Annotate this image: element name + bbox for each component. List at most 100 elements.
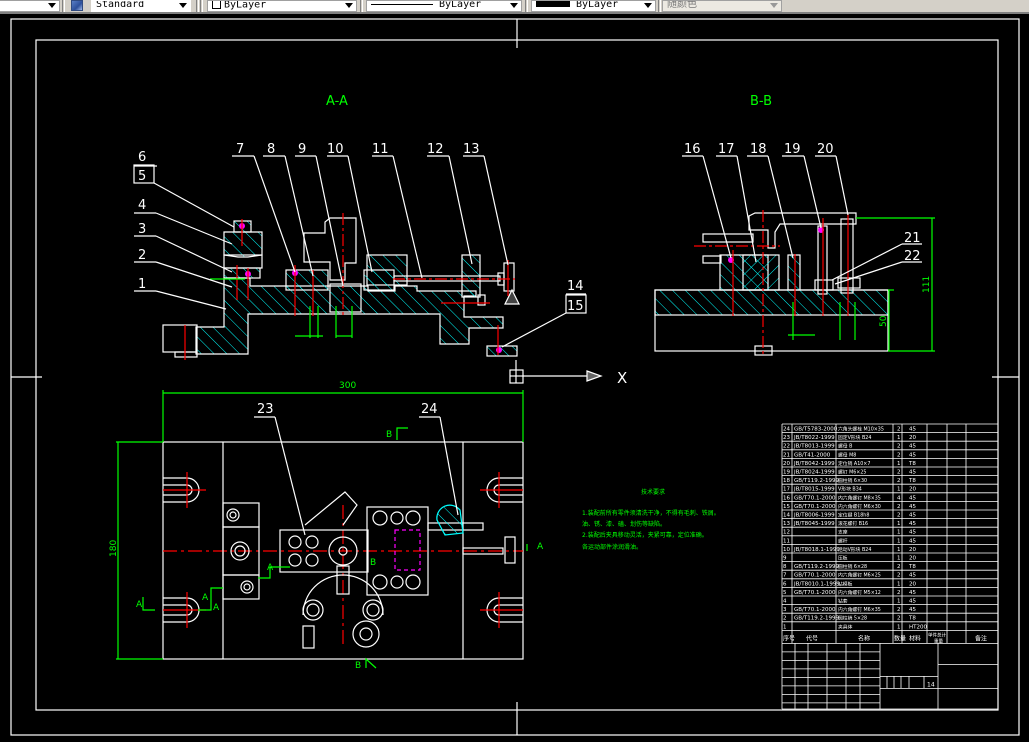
bom-cell-mat: 45 <box>909 504 916 510</box>
mark-a: A <box>136 600 143 610</box>
chevron-down-icon <box>48 3 56 8</box>
fit-dimensions <box>210 278 353 338</box>
prev-combo[interactable] <box>0 0 60 12</box>
drill-plate <box>223 231 263 258</box>
bom-cell-no: 12 <box>783 530 790 536</box>
balloon-9: 9 <box>298 142 306 157</box>
balloon-18: 18 <box>750 142 767 157</box>
bom-cell-std: JB/T8045-1999 <box>793 521 835 527</box>
bom-cell-name: 滚花螺钉 B16 <box>838 520 868 527</box>
text-style-icon[interactable] <box>71 0 83 11</box>
bom-cell-qty: 2 <box>897 607 901 613</box>
bom-cell-mat: 45 <box>909 495 916 501</box>
bom-cell-std: GB/T70.1-2000 <box>794 504 836 510</box>
bom-header-mat: 材料 <box>909 634 921 642</box>
bom-cell-mat: 45 <box>909 470 916 476</box>
bom-cell-mat: 45 <box>909 538 916 544</box>
bom-cell-no: 9 <box>783 556 787 562</box>
bom-header-qty: 数量 <box>894 634 906 642</box>
linetype-sample-icon <box>371 3 433 5</box>
base-foot <box>162 324 198 353</box>
bom-cell-mat: 45 <box>909 573 916 579</box>
bom-header-no: 序号 <box>783 634 795 642</box>
base-foot-lip <box>174 351 198 358</box>
bom-cell-qty: 2 <box>897 513 901 519</box>
bom-cell-mat: 45 <box>909 444 916 450</box>
bom-cell-qty: 1 <box>897 624 901 630</box>
bom-cell-no: 2 <box>783 616 787 622</box>
bom-cell-name: 内六角螺钉 M6×25 <box>838 572 881 579</box>
bom-cell-std: JB/T8024-1999 <box>793 470 835 476</box>
bom-cell-name: 螺母 B <box>838 443 852 450</box>
balloon-labels-aa: 6 5 4 3 2 1 7 8 9 10 11 12 13 14 15 <box>138 142 584 314</box>
bom-cell-name: 活动V形块 B24 <box>838 546 871 553</box>
bom-cell-std: JB/T8006-1999 <box>793 513 835 519</box>
chevron-down-icon <box>644 3 652 8</box>
bb-jaw-lower <box>702 255 722 264</box>
bom-cell-name: 定位键 B18h8 <box>838 512 869 519</box>
bom-cell-qty: 1 <box>897 461 901 467</box>
bom-cell-name: 螺钉 M6×25 <box>838 469 866 476</box>
bom-cell-mat: 20 <box>909 435 916 441</box>
bom-cell-qty: 2 <box>897 478 901 484</box>
balloon-4: 4 <box>138 198 146 213</box>
bom-cell-name: 压板 <box>838 555 848 562</box>
section-mark-labels: A A A A A B B B <box>136 430 544 671</box>
bom-cell-no: 15 <box>783 504 790 510</box>
bb-clamp-arm <box>748 212 857 249</box>
bom-cell-name: 内六角螺钉 M6×35 <box>838 606 881 613</box>
bom-cell-std: GB/T70.1-2000 <box>794 607 836 613</box>
bom-cell-qty: 1 <box>897 530 901 536</box>
knurled-knob-plan <box>504 536 516 564</box>
balloon-labels-bb: 16 17 18 19 20 21 22 <box>684 142 921 264</box>
note-line: 2.装配后夹具移动灵活，夹紧可靠，定位准确。 <box>582 531 708 539</box>
balloon-20: 20 <box>817 142 834 157</box>
section-title-aa: A-A <box>326 94 348 109</box>
bb-dimensions <box>788 217 935 352</box>
pin-column <box>329 283 362 313</box>
plotstyle-combo: 随颜色 <box>662 0 782 12</box>
layer-combo[interactable]: ByLayer <box>207 0 357 12</box>
balloon-23: 23 <box>257 402 274 417</box>
leader-lines-aa <box>133 155 587 348</box>
drawing-canvas[interactable]: A-A B-B <box>0 16 1029 738</box>
bb-base-hatched <box>654 289 889 316</box>
linetype-combo[interactable]: ByLayer <box>366 0 522 12</box>
properties-toolbar: Standard ByLayer ByLayer ByLayer 随颜色 <box>0 0 1029 14</box>
text-style-combo[interactable]: Standard <box>91 0 191 12</box>
bom-cell-std: JB/T8015-1999 <box>793 487 835 493</box>
bom-cell-mat: HT200 <box>909 624 927 630</box>
balloon-12: 12 <box>427 142 444 157</box>
bom-header-std: 代号 <box>806 634 818 642</box>
left-block-top <box>222 502 260 528</box>
bom-cell-name: 螺母 M8 <box>838 451 856 458</box>
bom-cell-mat: 45 <box>909 427 916 433</box>
bom-cell-no: 6 <box>783 581 787 587</box>
toolbar-separator <box>200 0 203 12</box>
bom-cell-qty: 4 <box>897 495 901 501</box>
balloon-5: 5 <box>138 169 146 184</box>
bom-cell-mat: T8 <box>908 564 916 570</box>
lineweight-value: ByLayer <box>576 0 619 10</box>
bom-cell-no: 11 <box>783 538 790 544</box>
mark-a: A <box>202 593 209 603</box>
fixed-v-block-plan <box>279 529 369 573</box>
bom-cell-mat: 20 <box>909 581 916 587</box>
balloon-16: 16 <box>684 142 701 157</box>
bom-cell-no: 24 <box>783 427 790 433</box>
sheet-count: 14 <box>927 681 935 688</box>
linetype-value: ByLayer <box>439 0 482 10</box>
bb-jaw-upper <box>702 233 754 243</box>
note-line: 各运动部件涂润滑油。 <box>582 543 642 551</box>
bom-cell-std: GB/T119.2-1999 <box>794 564 839 570</box>
v-block-base <box>363 269 395 291</box>
cad-drawing[interactable]: A-A B-B <box>0 16 1029 738</box>
balloon-22: 22 <box>904 249 921 264</box>
text-style-value: Standard <box>96 0 145 10</box>
bom-cell-mat: T8 <box>908 616 916 622</box>
bom-cell-name: V形块 B34 <box>838 486 862 493</box>
side-nut <box>477 294 486 306</box>
leader-lines-bb <box>682 155 922 285</box>
lineweight-combo[interactable]: ByLayer <box>531 0 656 12</box>
bom-cell-std: JB/T8042-1999 <box>793 461 835 467</box>
